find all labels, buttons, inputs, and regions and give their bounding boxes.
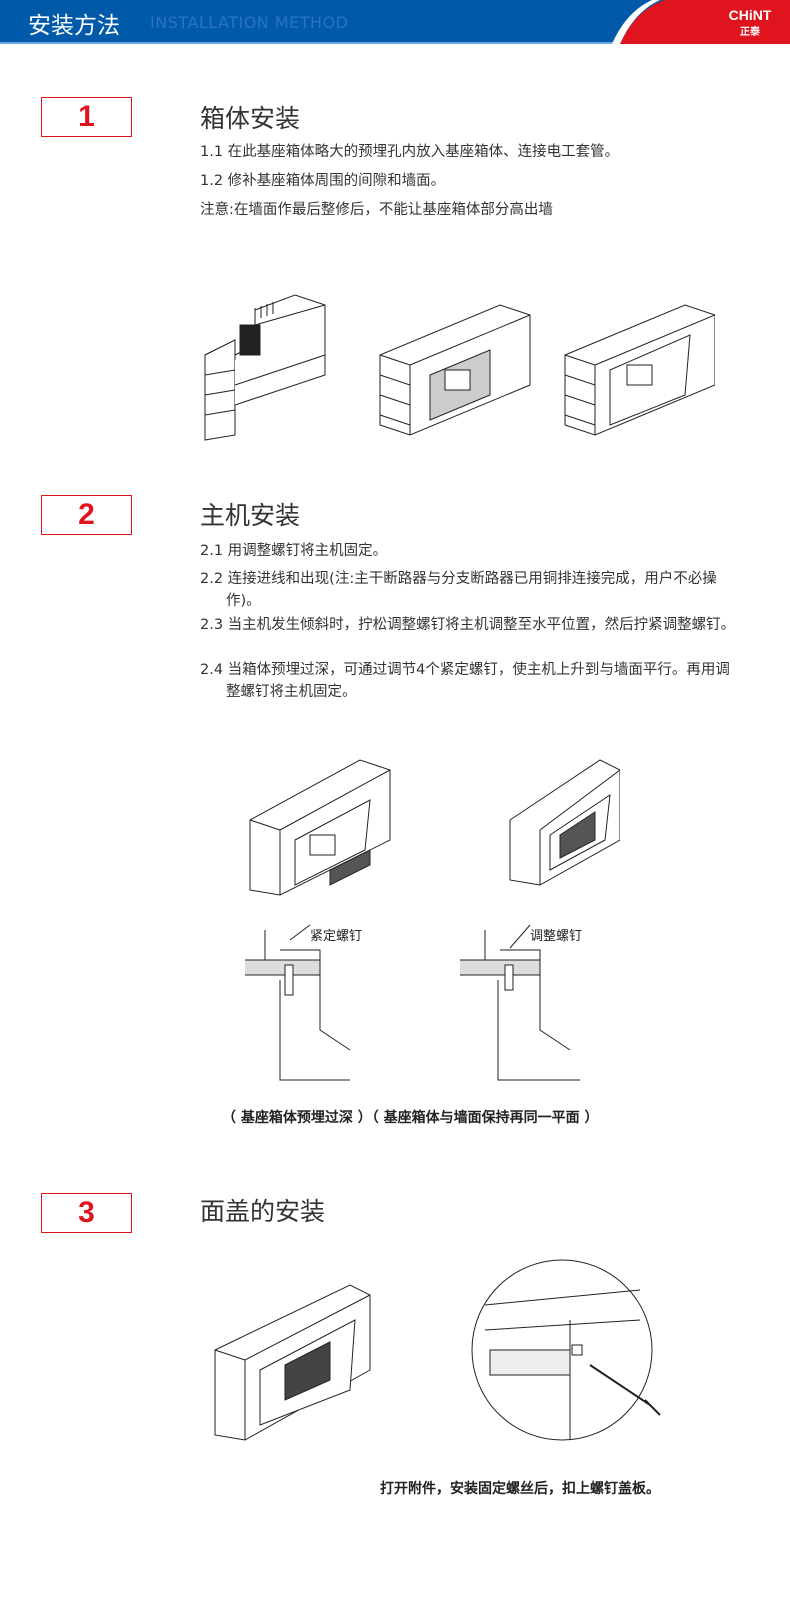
step-number-3: 3	[41, 1193, 132, 1233]
wall-with-host-2	[509, 759, 620, 886]
wall-illustration-1	[204, 294, 326, 441]
wall-illustration-2	[379, 304, 531, 436]
deep-embed-diagram	[245, 924, 351, 1081]
step-number-2: 2	[41, 495, 132, 535]
zoom-circle	[471, 1259, 661, 1441]
step-2-2: 2.2 连接进线和出现(注:主干断路器与分支断路器已用铜排连接完成，用户不必操作…	[200, 571, 717, 609]
header-bar: 安装方法 INSTALLATION METHOD CHiNT 正泰	[0, 0, 790, 44]
step-2-3: 2.3 当主机发生倾斜时，拧松调整螺钉将主机调整至水平位置，然后拧紧调整螺钉。	[200, 617, 736, 633]
cover-caption: 打开附件，安装固定螺丝后，扣上螺钉盖板。	[380, 1481, 660, 1497]
label-adjusting-screw: 调整螺钉	[530, 929, 582, 944]
step-number-1: 1	[41, 97, 132, 137]
section-title-2: 主机安装	[200, 501, 301, 530]
wall-with-cover	[214, 1284, 371, 1441]
step-1-2: 1.2 修补基座箱体周围的间隙和墙面。	[200, 173, 446, 189]
svg-text:CHiNT: CHiNT	[729, 7, 772, 23]
svg-text:正泰: 正泰	[740, 25, 761, 38]
chint-logo: CHiNT 正泰	[612, 0, 790, 44]
wall-installation-illustrations	[204, 294, 715, 441]
header-subtitle: INSTALLATION METHOD	[150, 13, 349, 32]
label-fixing-screw: 紧定螺钉	[310, 929, 362, 944]
diagram-caption: （ 基座箱体预埋过深 ）（ 基座箱体与墙面保持再同一平面 ）	[222, 1110, 599, 1126]
screwdriver-icon	[589, 1364, 661, 1416]
section-title-3: 面盖的安装	[200, 1197, 326, 1226]
flush-diagram	[460, 924, 580, 1081]
header-title: 安装方法	[28, 13, 120, 39]
step-2-4: 2.4 当箱体预埋过深，可通过调节4个紧定螺钉，使主机上升到与墙面平行。再用调整…	[200, 662, 730, 700]
section-title-1: 箱体安装	[200, 104, 301, 133]
step-2-1: 2.1 用调整螺钉将主机固定。	[200, 543, 388, 559]
wall-illustration-3	[564, 304, 715, 436]
step-1-note: 注意:在墙面作最后整修后，不能让基座箱体部分高出墙	[200, 202, 553, 218]
host-installation-illustrations: 紧定螺钉 调整螺钉	[245, 759, 620, 1081]
step-1-1: 1.1 在此基座箱体略大的预埋孔内放入基座箱体、连接电工套管。	[200, 144, 620, 160]
cover-installation-illustrations	[214, 1259, 661, 1441]
wall-with-host-1	[249, 759, 391, 896]
